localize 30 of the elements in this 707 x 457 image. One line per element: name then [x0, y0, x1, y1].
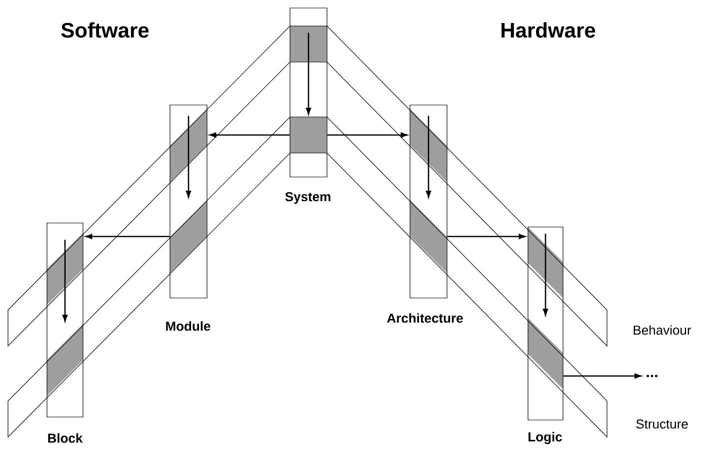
shaded-cell — [47, 233, 83, 305]
arrow — [447, 234, 526, 240]
arrow — [327, 132, 408, 138]
arrow — [426, 116, 432, 198]
ellipsis-text: ... — [646, 374, 658, 378]
level-label: Block — [48, 433, 83, 443]
shaded-cell — [410, 109, 447, 182]
shaded-cell — [528, 227, 563, 298]
shaded-cell — [290, 117, 327, 153]
arrow — [563, 373, 642, 379]
heading: Hardware — [502, 22, 596, 38]
arrow — [186, 116, 192, 198]
arrow — [62, 240, 68, 322]
level-label: Module — [166, 321, 210, 331]
level-label: Logic — [528, 432, 562, 444]
level-label: Architecture — [387, 313, 463, 323]
heading: Software — [61, 22, 149, 38]
shaded-cell — [410, 200, 447, 273]
arrow — [86, 234, 170, 240]
arrow — [542, 234, 548, 316]
shaded-cell — [170, 200, 207, 273]
shaded-cell — [290, 26, 327, 62]
band-label: Structure — [636, 419, 688, 429]
arrow — [306, 32, 312, 114]
band-label: Behaviour — [634, 325, 692, 335]
shaded-cell — [47, 324, 83, 396]
shaded-cell — [170, 109, 207, 182]
arrow — [210, 132, 290, 138]
shaded-cell — [528, 318, 563, 389]
level-label: System — [285, 192, 330, 204]
